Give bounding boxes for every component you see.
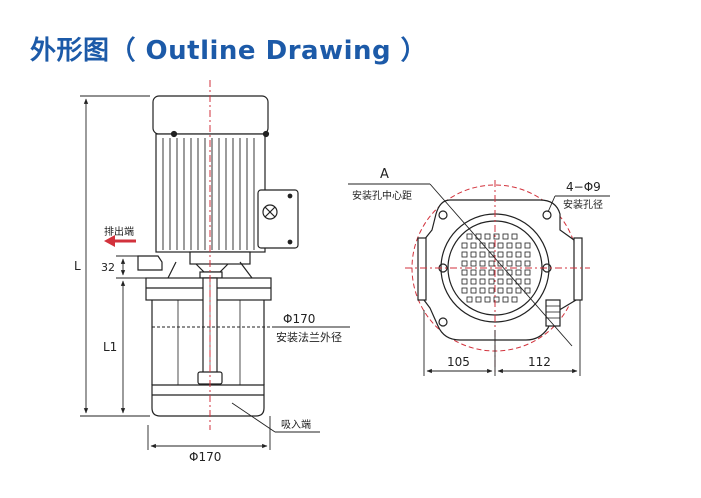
base-diameter-label: Φ170 <box>189 450 221 464</box>
bolt-icon <box>262 130 270 138</box>
flange-diameter-label: Φ170 <box>283 312 315 326</box>
cooling-fins <box>162 138 255 250</box>
dim-label-112: 112 <box>528 355 551 369</box>
mount-hole-icon <box>438 210 448 220</box>
discharge-arrow-icon <box>104 235 136 247</box>
page-title: 外形图（ Outline Drawing ） <box>30 36 428 66</box>
dim-label-105: 105 <box>447 355 470 369</box>
terminal-screw-icon <box>262 204 278 220</box>
coupling <box>195 263 229 273</box>
holes-caption: 安装孔径 <box>563 198 603 211</box>
discharge-label: 排出端 <box>104 225 134 238</box>
holes-spec-label: 4−Φ9 <box>566 180 601 194</box>
dim-label-L: L <box>74 259 81 273</box>
mount-hole-icon <box>542 210 552 220</box>
label-A: A <box>380 167 389 182</box>
dim-label-L1: L1 <box>103 340 117 354</box>
flange-caption: 安装法兰外径 <box>276 330 342 344</box>
inlet-label: 吸入端 <box>281 418 311 431</box>
pump-base <box>151 384 265 417</box>
mount-hole-icon <box>438 317 448 327</box>
motor-flange <box>189 251 251 265</box>
terminal-box <box>257 189 299 249</box>
top-terminal-box <box>545 299 561 327</box>
center-distance-caption: 安装孔中心距 <box>352 189 412 202</box>
top-dimensions <box>348 183 610 376</box>
side-view <box>137 95 299 417</box>
bolt-icon <box>170 130 178 138</box>
discharge-outlet <box>137 255 163 271</box>
fan-vent-grid <box>461 233 531 303</box>
dim-label-32: 32 <box>101 261 115 274</box>
side-dimensions <box>80 95 350 450</box>
